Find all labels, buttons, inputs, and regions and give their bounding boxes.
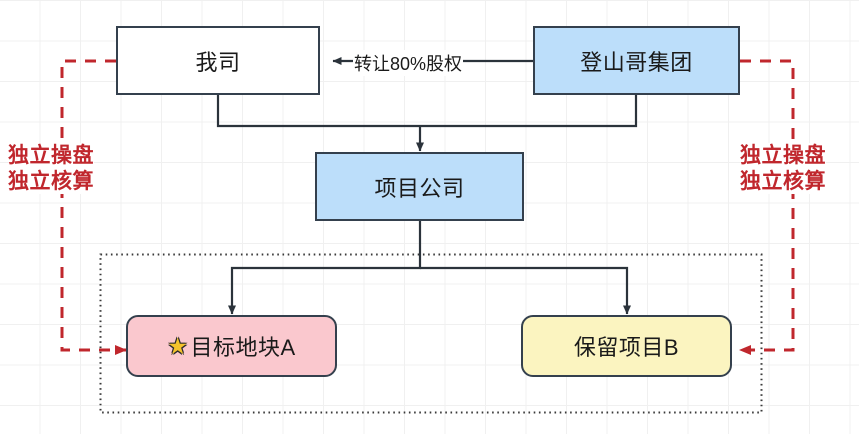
node-project-company-label: 项目公司 [374, 175, 465, 201]
edge-project-to-target-a [228, 221, 422, 315]
edge-project-to-reserved-b [420, 266, 631, 315]
node-our-company[interactable]: 我司 [116, 26, 320, 95]
note-left-line-1: 独立操盘 [8, 144, 94, 167]
node-target-plot-a[interactable]: ★ 目标地块A [126, 315, 337, 377]
note-right: 独立操盘 独立核算 [740, 143, 826, 195]
node-our-company-label: 我司 [195, 49, 241, 75]
note-left: 独立操盘 独立核算 [8, 143, 94, 195]
node-dengshange-group[interactable]: 登山哥集团 [533, 26, 740, 95]
node-reserved-project-b[interactable]: 保留项目B [521, 315, 732, 377]
edge-label-transfer-equity: 转让80%股权 [353, 50, 464, 76]
node-project-company[interactable]: 项目公司 [315, 152, 524, 221]
edge-dengshange-to-project [420, 95, 638, 128]
node-target-plot-a-label: 目标地块A [190, 335, 296, 360]
note-left-connector [60, 59, 127, 355]
note-left-line-2: 独立核算 [8, 169, 94, 193]
star-icon: ★ [167, 332, 189, 359]
node-reserved-project-b-label: 保留项目B [573, 335, 680, 360]
note-right-line-1: 独立操盘 [740, 144, 826, 167]
note-right-connector [739, 59, 795, 355]
edge-our-company-to-project [216, 95, 420, 128]
node-dengshange-group-label: 登山哥集团 [580, 49, 693, 75]
note-right-line-2: 独立核算 [740, 169, 826, 193]
project-scope-group [99, 253, 763, 414]
edge-label-transfer-equity-text: 转让80%股权 [354, 54, 463, 74]
